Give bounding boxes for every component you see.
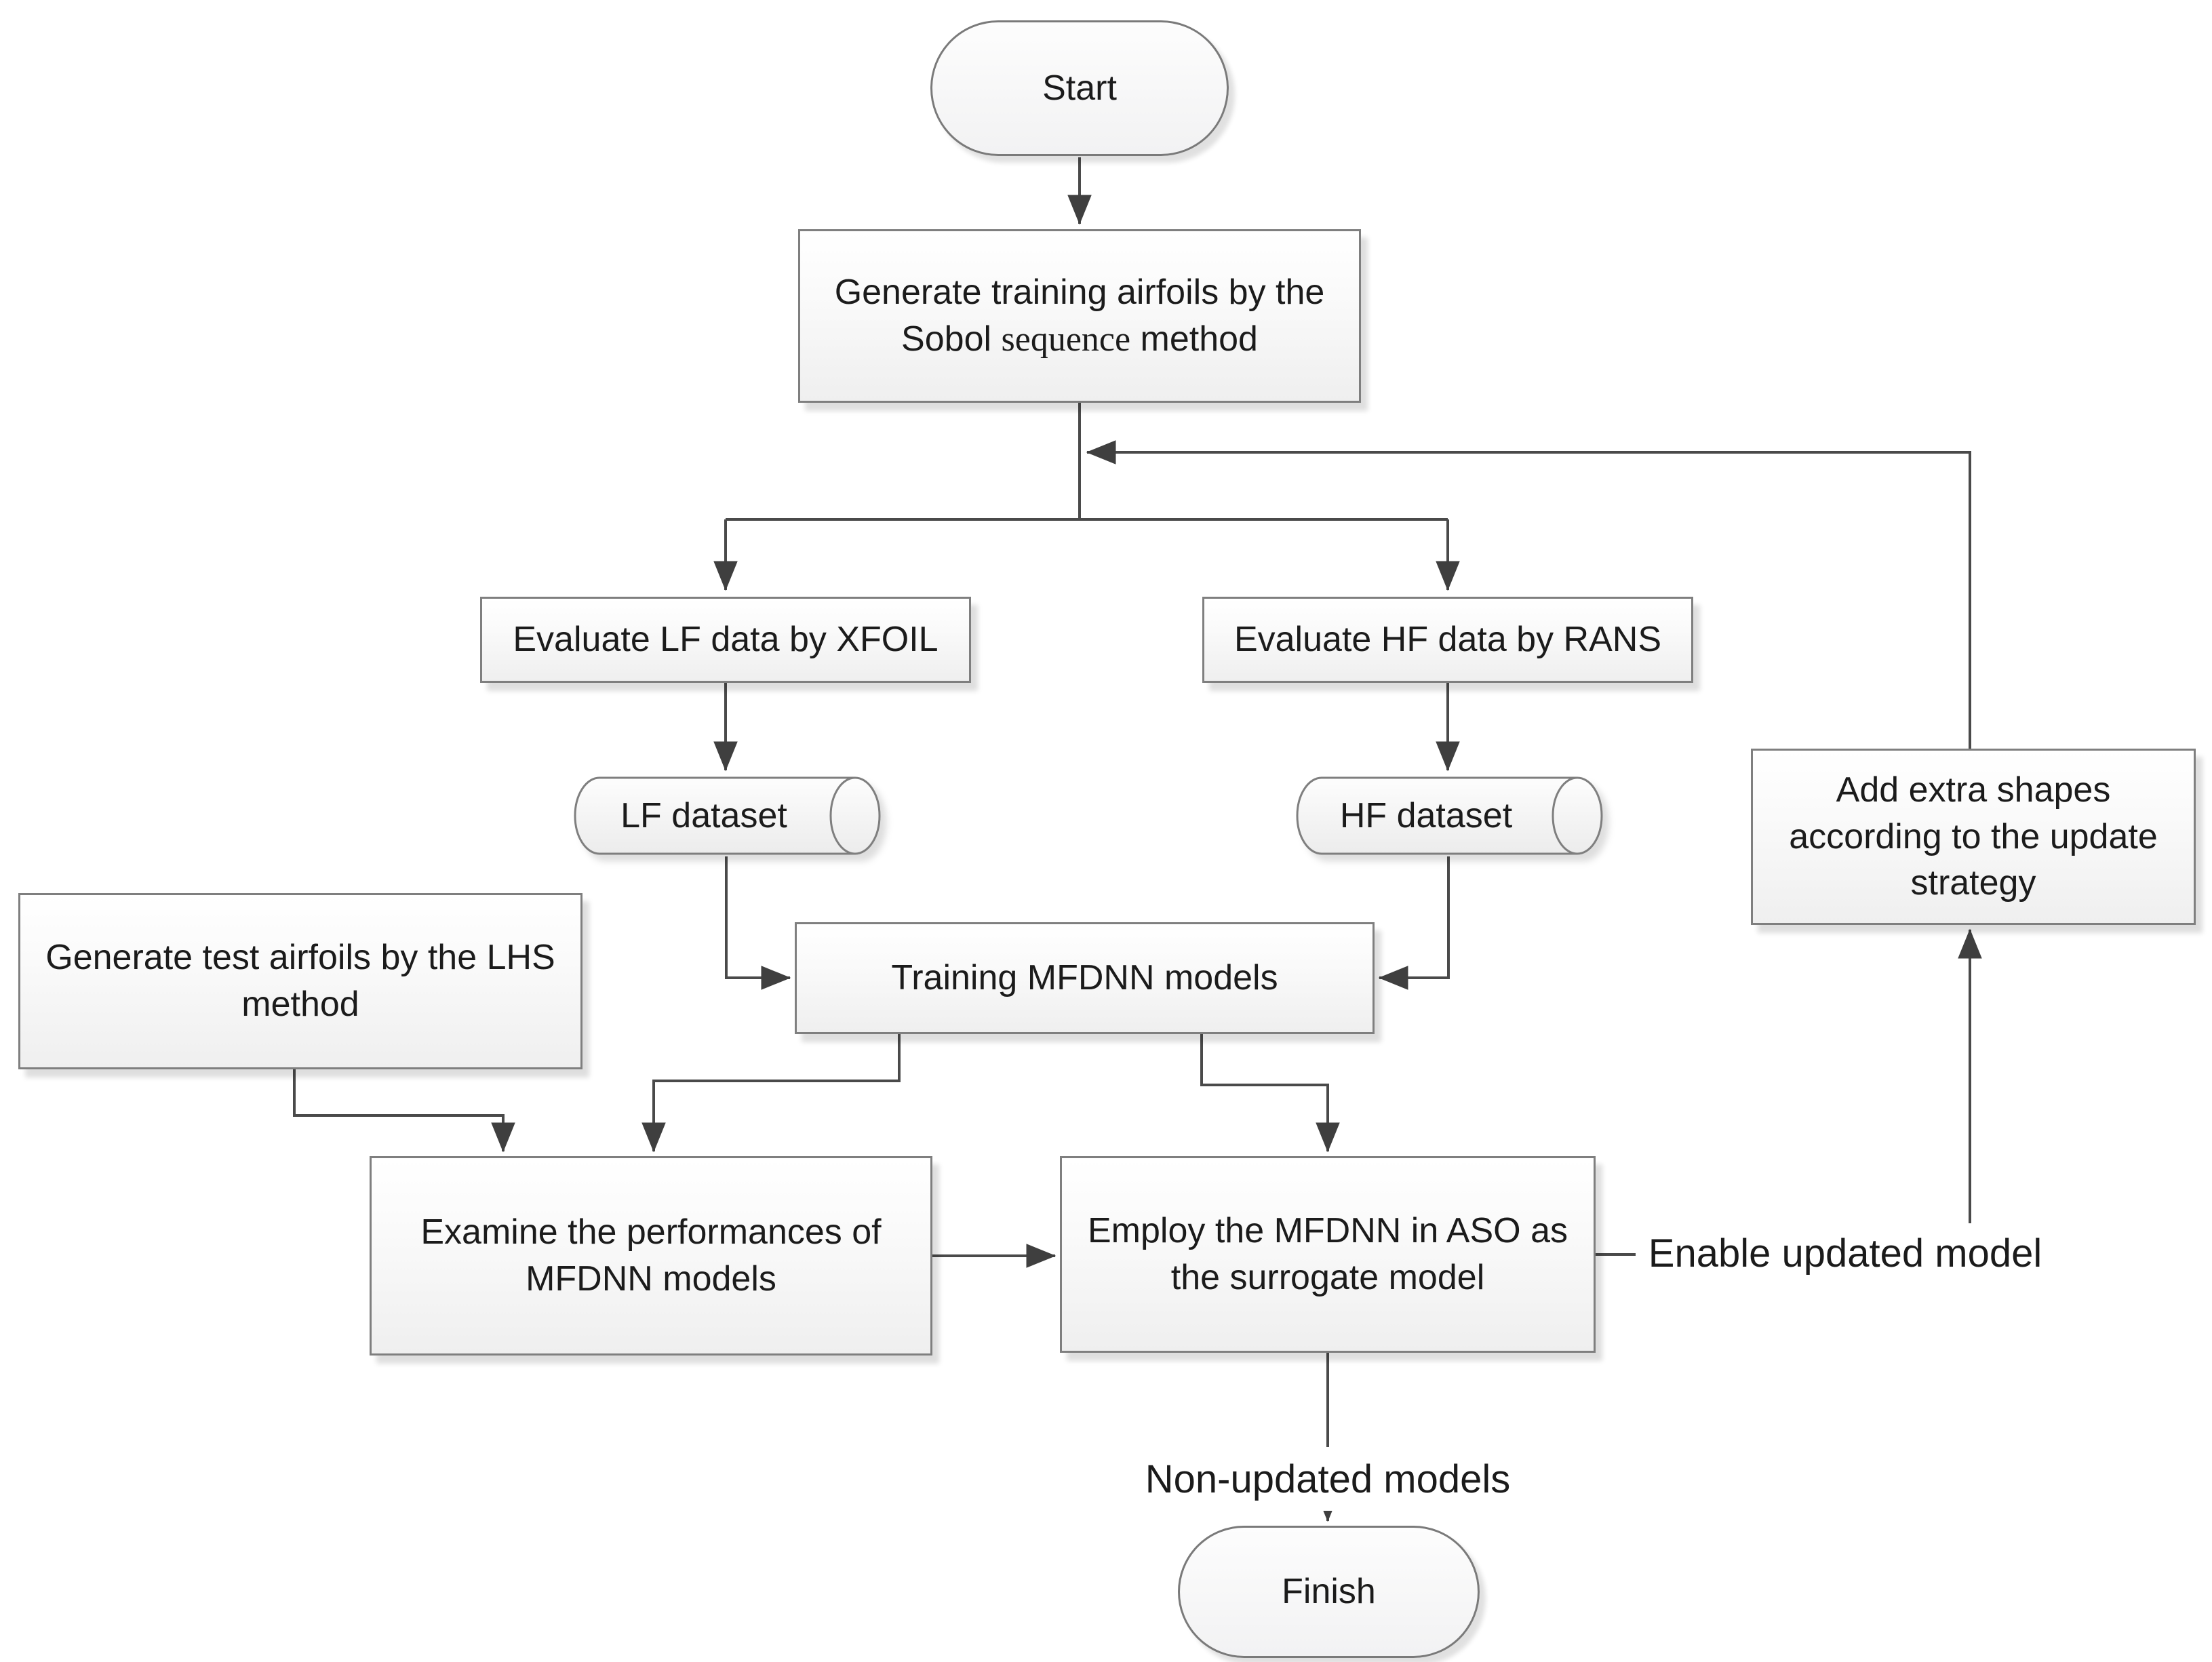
- edge-add-extra-to-branch: [1086, 440, 1971, 749]
- node-add-extra: Add extra shapes according to the update…: [1751, 749, 2196, 925]
- node-evaluate-hf-label: Evaluate HF data by RANS: [1233, 620, 1662, 660]
- node-employ-label: Employ the MFDNN in ASO as the surrogate…: [1088, 1211, 1568, 1297]
- node-add-extra-label: Add extra shapes according to the update…: [1789, 770, 2158, 903]
- edge-training-to-examine: [641, 1034, 901, 1153]
- node-training-label: Training MFDNN models: [891, 958, 1278, 998]
- node-generate-training: Generate training airfoils by the Sobol …: [798, 229, 1361, 403]
- node-start-label: Start: [1042, 68, 1117, 108]
- node-lf-dataset: LF dataset: [567, 775, 886, 856]
- node-generate-test: Generate test airfoils by the LHS method: [18, 893, 582, 1069]
- edge-label-non-updated-models: Non-updated models: [1119, 1447, 1537, 1511]
- node-examine: Examine the performances of MFDNN models: [370, 1156, 932, 1356]
- edge-lf-dataset-to-training: [725, 856, 791, 990]
- node-finish-label: Finish: [1282, 1572, 1376, 1612]
- node-examine-label: Examine the performances of MFDNN models: [420, 1212, 882, 1299]
- node-start: Start: [930, 20, 1229, 156]
- node-generate-test-label: Generate test airfoils by the LHS method: [45, 938, 555, 1024]
- node-hf-dataset-label: HF dataset: [1339, 795, 1513, 835]
- node-evaluate-lf: Evaluate LF data by XFOIL: [480, 597, 971, 683]
- node-evaluate-hf: Evaluate HF data by RANS: [1202, 597, 1693, 683]
- node-evaluate-lf-label: Evaluate LF data by XFOIL: [513, 620, 939, 660]
- edge-label-enable-updated-model: Enable updated model: [1636, 1223, 2055, 1283]
- edge-generate-test-to-examine: [293, 1069, 515, 1153]
- cylinder-shape: [574, 776, 881, 855]
- edge-employ-to-add-extra: [1596, 928, 1982, 1256]
- edge-hf-dataset-to-training: [1378, 856, 1450, 990]
- node-training: Training MFDNN models: [795, 922, 1375, 1034]
- node-lf-dataset-label: LF dataset: [620, 795, 787, 835]
- node-employ: Employ the MFDNN in ASO as the surrogate…: [1060, 1156, 1596, 1353]
- cylinder-shape: [1296, 776, 1603, 855]
- node-hf-dataset: HF dataset: [1289, 775, 1608, 856]
- edge-training-to-employ: [1200, 1034, 1340, 1153]
- node-finish: Finish: [1178, 1526, 1480, 1658]
- node-generate-training-label: Generate training airfoils by the Sobol …: [834, 272, 1325, 359]
